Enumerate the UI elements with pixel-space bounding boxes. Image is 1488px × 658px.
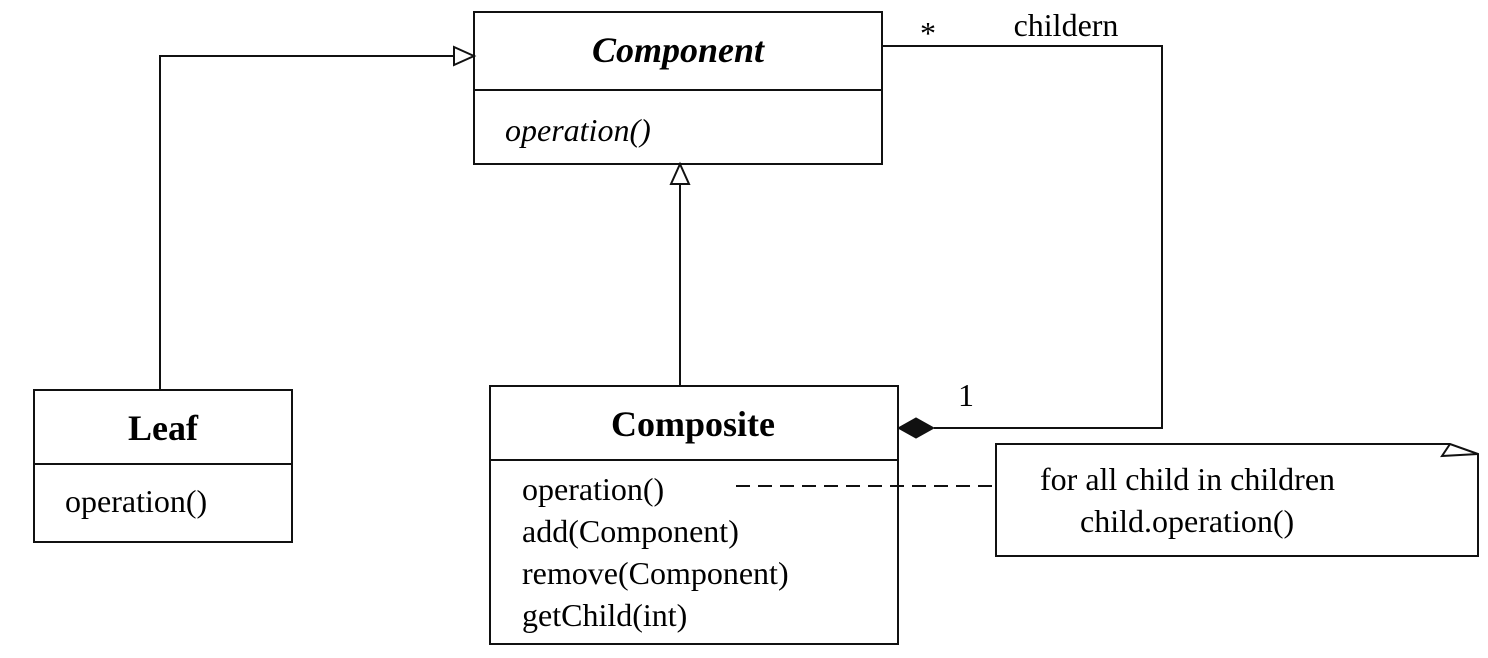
class-composite-getchild: getChild(int) — [522, 597, 687, 633]
multiplicity-one: 1 — [958, 377, 974, 413]
composition-diamond — [896, 417, 936, 439]
note-line-1: for all child in children — [1040, 461, 1335, 497]
note-line-2: child.operation() — [1080, 503, 1294, 539]
class-leaf-box — [33, 389, 293, 543]
class-composite-add: add(Component) — [522, 513, 739, 549]
multiplicity-many: * — [920, 15, 936, 51]
generalization-leaf-arrowhead — [453, 45, 477, 67]
class-component-name: Component — [592, 30, 765, 70]
class-leaf[interactable]: Leaf operation() — [33, 389, 293, 543]
class-composite-box — [489, 385, 899, 645]
class-component-box — [473, 11, 883, 165]
generalization-composite-to-component — [669, 161, 691, 386]
class-composite[interactable]: Composite operation() add(Component) rem… — [489, 385, 899, 645]
composition-line — [882, 45, 1163, 429]
note-box — [995, 443, 1479, 557]
class-composite-operation: operation() — [522, 471, 664, 507]
class-composite-remove: remove(Component) — [522, 555, 789, 591]
composition-association: * childern 1 — [882, 7, 1163, 439]
class-component-operation: operation() — [505, 112, 651, 148]
class-composite-name: Composite — [611, 404, 775, 444]
generalization-composite-arrowhead — [669, 161, 691, 185]
class-leaf-operation: operation() — [65, 483, 207, 519]
implementation-note[interactable]: for all child in children child.operatio… — [736, 443, 1479, 557]
generalization-leaf-to-component — [159, 45, 477, 390]
class-component[interactable]: Component operation() — [473, 11, 883, 165]
generalization-leaf-line — [159, 55, 456, 390]
note-folded-corner — [1440, 443, 1479, 458]
class-leaf-name: Leaf — [128, 408, 199, 448]
role-name-children: childern — [1014, 7, 1119, 43]
